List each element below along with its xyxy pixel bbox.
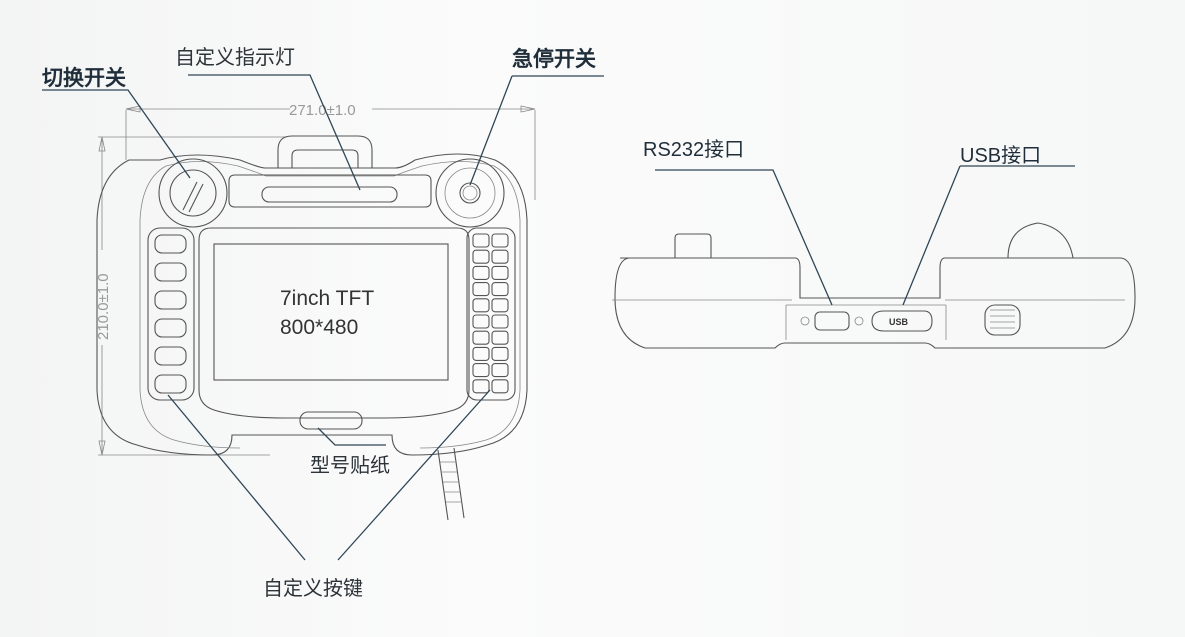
keypad-key[interactable]	[472, 346, 490, 361]
front-leader-lines	[42, 74, 604, 561]
keypad-key[interactable]	[472, 265, 490, 280]
keypad-key[interactable]	[472, 363, 490, 378]
keypad-key[interactable]	[472, 330, 490, 345]
emergency-stop-label: 急停开关	[512, 47, 596, 71]
emergency-stop-button[interactable]	[435, 158, 505, 228]
screen-size-label: 7inch TFT	[280, 287, 374, 310]
custom-key[interactable]	[154, 234, 187, 254]
custom-key[interactable]	[154, 346, 187, 366]
selector-switch-label: 切换开关	[42, 66, 126, 90]
keypad-key[interactable]	[491, 363, 509, 378]
keypad-key[interactable]	[472, 298, 490, 313]
front-view-device: 271.0±1.0 210.0±1.0	[95, 102, 536, 521]
keypad-key[interactable]	[491, 379, 509, 394]
left-custom-keys	[147, 227, 195, 401]
usb-port[interactable]: USB	[871, 310, 933, 332]
keypad-key[interactable]	[472, 249, 490, 264]
keypad-key[interactable]	[491, 330, 509, 345]
keypad-key[interactable]	[472, 233, 490, 248]
model-sticker-area	[299, 411, 363, 430]
width-dimension-label: 271.0±1.0	[289, 102, 356, 119]
tft-screen	[213, 243, 449, 381]
keypad-key[interactable]	[491, 282, 509, 297]
rs232-label: RS232接口	[643, 138, 744, 161]
bottom-leader-lines	[655, 165, 1075, 306]
custom-keys-label: 自定义按键	[263, 576, 363, 600]
height-dimension-label: 210.0±1.0	[95, 273, 112, 340]
usb-port-label: USB	[889, 317, 909, 327]
screen-resolution-label: 800*480	[280, 316, 358, 339]
custom-indicator-light	[261, 186, 398, 203]
rs232-port[interactable]	[800, 311, 864, 331]
keypad-key[interactable]	[491, 249, 509, 264]
custom-indicator-label: 自定义指示灯	[175, 45, 295, 69]
cable-connector	[984, 304, 1021, 336]
keypad-key[interactable]	[491, 265, 509, 280]
keypad-key[interactable]	[491, 346, 509, 361]
custom-key[interactable]	[154, 262, 187, 282]
model-sticker-label: 型号贴纸	[310, 453, 390, 477]
keypad-key[interactable]	[472, 379, 490, 394]
keypad-key[interactable]	[491, 314, 509, 329]
custom-key[interactable]	[154, 318, 187, 338]
keypad-key[interactable]	[491, 298, 509, 313]
height-dimension: 210.0±1.0	[95, 136, 285, 456]
bottom-view-device: USB	[612, 222, 1136, 349]
keypad-key[interactable]	[472, 282, 490, 297]
custom-key[interactable]	[154, 374, 187, 394]
custom-key[interactable]	[154, 290, 187, 310]
keypad-key[interactable]	[491, 233, 509, 248]
right-keypad	[466, 227, 516, 401]
usb-label: USB接口	[960, 144, 1041, 167]
width-dimension: 271.0±1.0	[125, 102, 536, 200]
selector-switch[interactable]	[158, 158, 228, 228]
keypad-key[interactable]	[472, 314, 490, 329]
